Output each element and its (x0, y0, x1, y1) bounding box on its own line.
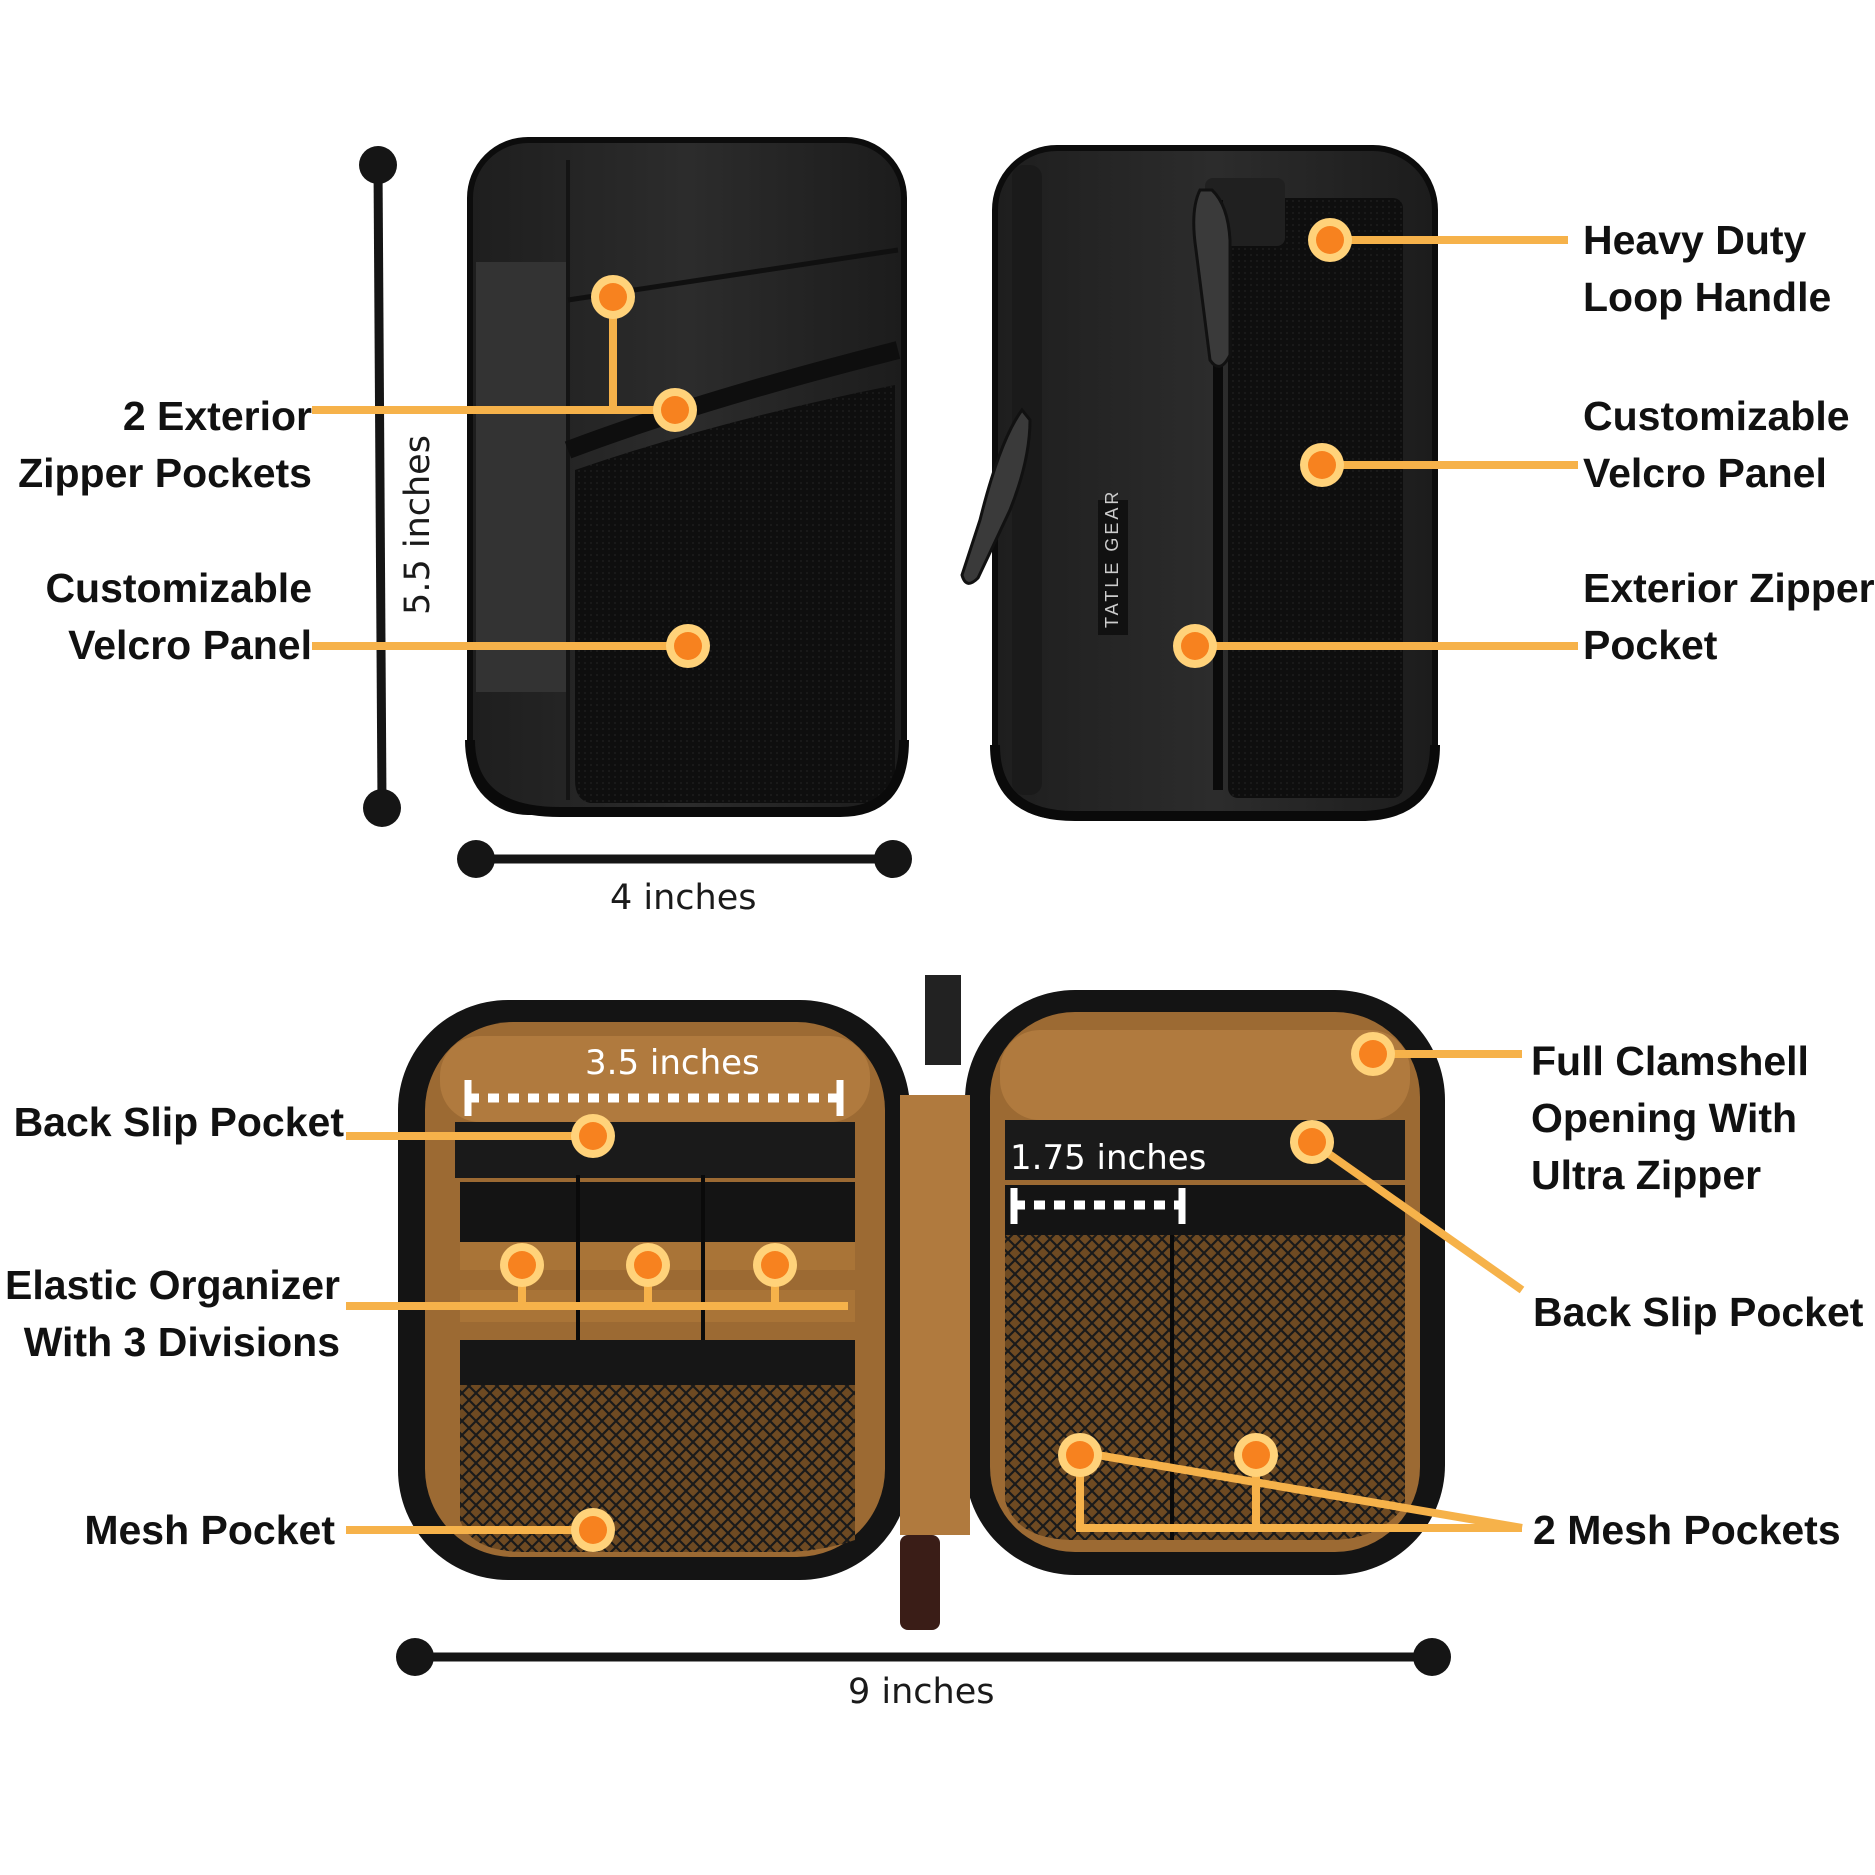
callout-dot-icon (666, 624, 710, 668)
brand-tag: TATLE GEAR (1102, 489, 1122, 628)
callout-dot-icon (626, 1243, 670, 1287)
mesh-width-measure (1010, 1188, 1186, 1224)
pouch-front-view (465, 137, 909, 817)
callout-dot-icon (500, 1243, 544, 1287)
callout-dot-icon (571, 1508, 615, 1552)
callout-dot-icon (1308, 218, 1352, 262)
height-dimension-line (359, 146, 401, 827)
label-exterior-zipper-pocket: Exterior Zipper Pocket (1583, 565, 1875, 668)
mesh-width-label: 1.75 inches (1010, 1138, 1207, 1178)
callout-dot-icon (591, 275, 635, 319)
open-width-label: 9 inches (848, 1672, 995, 1712)
label-back-slip-pocket-left: Back Slip Pocket (13, 1099, 344, 1145)
callout-dot-icon (1351, 1032, 1395, 1076)
callout-dot-icon (571, 1114, 615, 1158)
callout-dot-icon (1173, 624, 1217, 668)
width-label: 4 inches (610, 878, 757, 918)
callout-dot-icon (1300, 443, 1344, 487)
zipper-pull-icon (1192, 188, 1232, 368)
label-full-clamshell: Full Clamshell Opening With Ultra Zipper (1531, 1038, 1809, 1198)
label-velcro-panel-back: Customizable Velcro Panel (1583, 393, 1850, 496)
zipper-pull-icon (960, 407, 1032, 585)
label-loop-handle: Heavy Duty Loop Handle (1583, 217, 1832, 320)
organizer-width-measure (464, 1080, 844, 1116)
label-mesh-pocket: Mesh Pocket (84, 1507, 335, 1553)
label-back-slip-pocket-right: Back Slip Pocket (1533, 1289, 1864, 1335)
callout-dot-icon (653, 388, 697, 432)
callout-dot-icon (1290, 1120, 1334, 1164)
label-exterior-zipper-pockets: 2 Exterior Zipper Pockets (18, 393, 312, 496)
callout-dot-icon (1058, 1433, 1102, 1477)
height-label: 5.5 inches (398, 435, 438, 615)
organizer-width-label: 3.5 inches (585, 1043, 760, 1083)
callout-dot-icon (753, 1243, 797, 1287)
label-velcro-panel-front: Customizable Velcro Panel (45, 565, 312, 668)
label-elastic-organizer: Elastic Organizer With 3 Divisions (5, 1262, 340, 1365)
pouch-back-view: TATLE GEAR (960, 145, 1440, 821)
open-width-dimension-line (396, 1638, 1451, 1676)
width-dimension-line (457, 840, 912, 878)
label-mesh-pockets: 2 Mesh Pockets (1533, 1507, 1841, 1553)
callout-dot-icon (1234, 1433, 1278, 1477)
callout-dots (500, 218, 1395, 1552)
